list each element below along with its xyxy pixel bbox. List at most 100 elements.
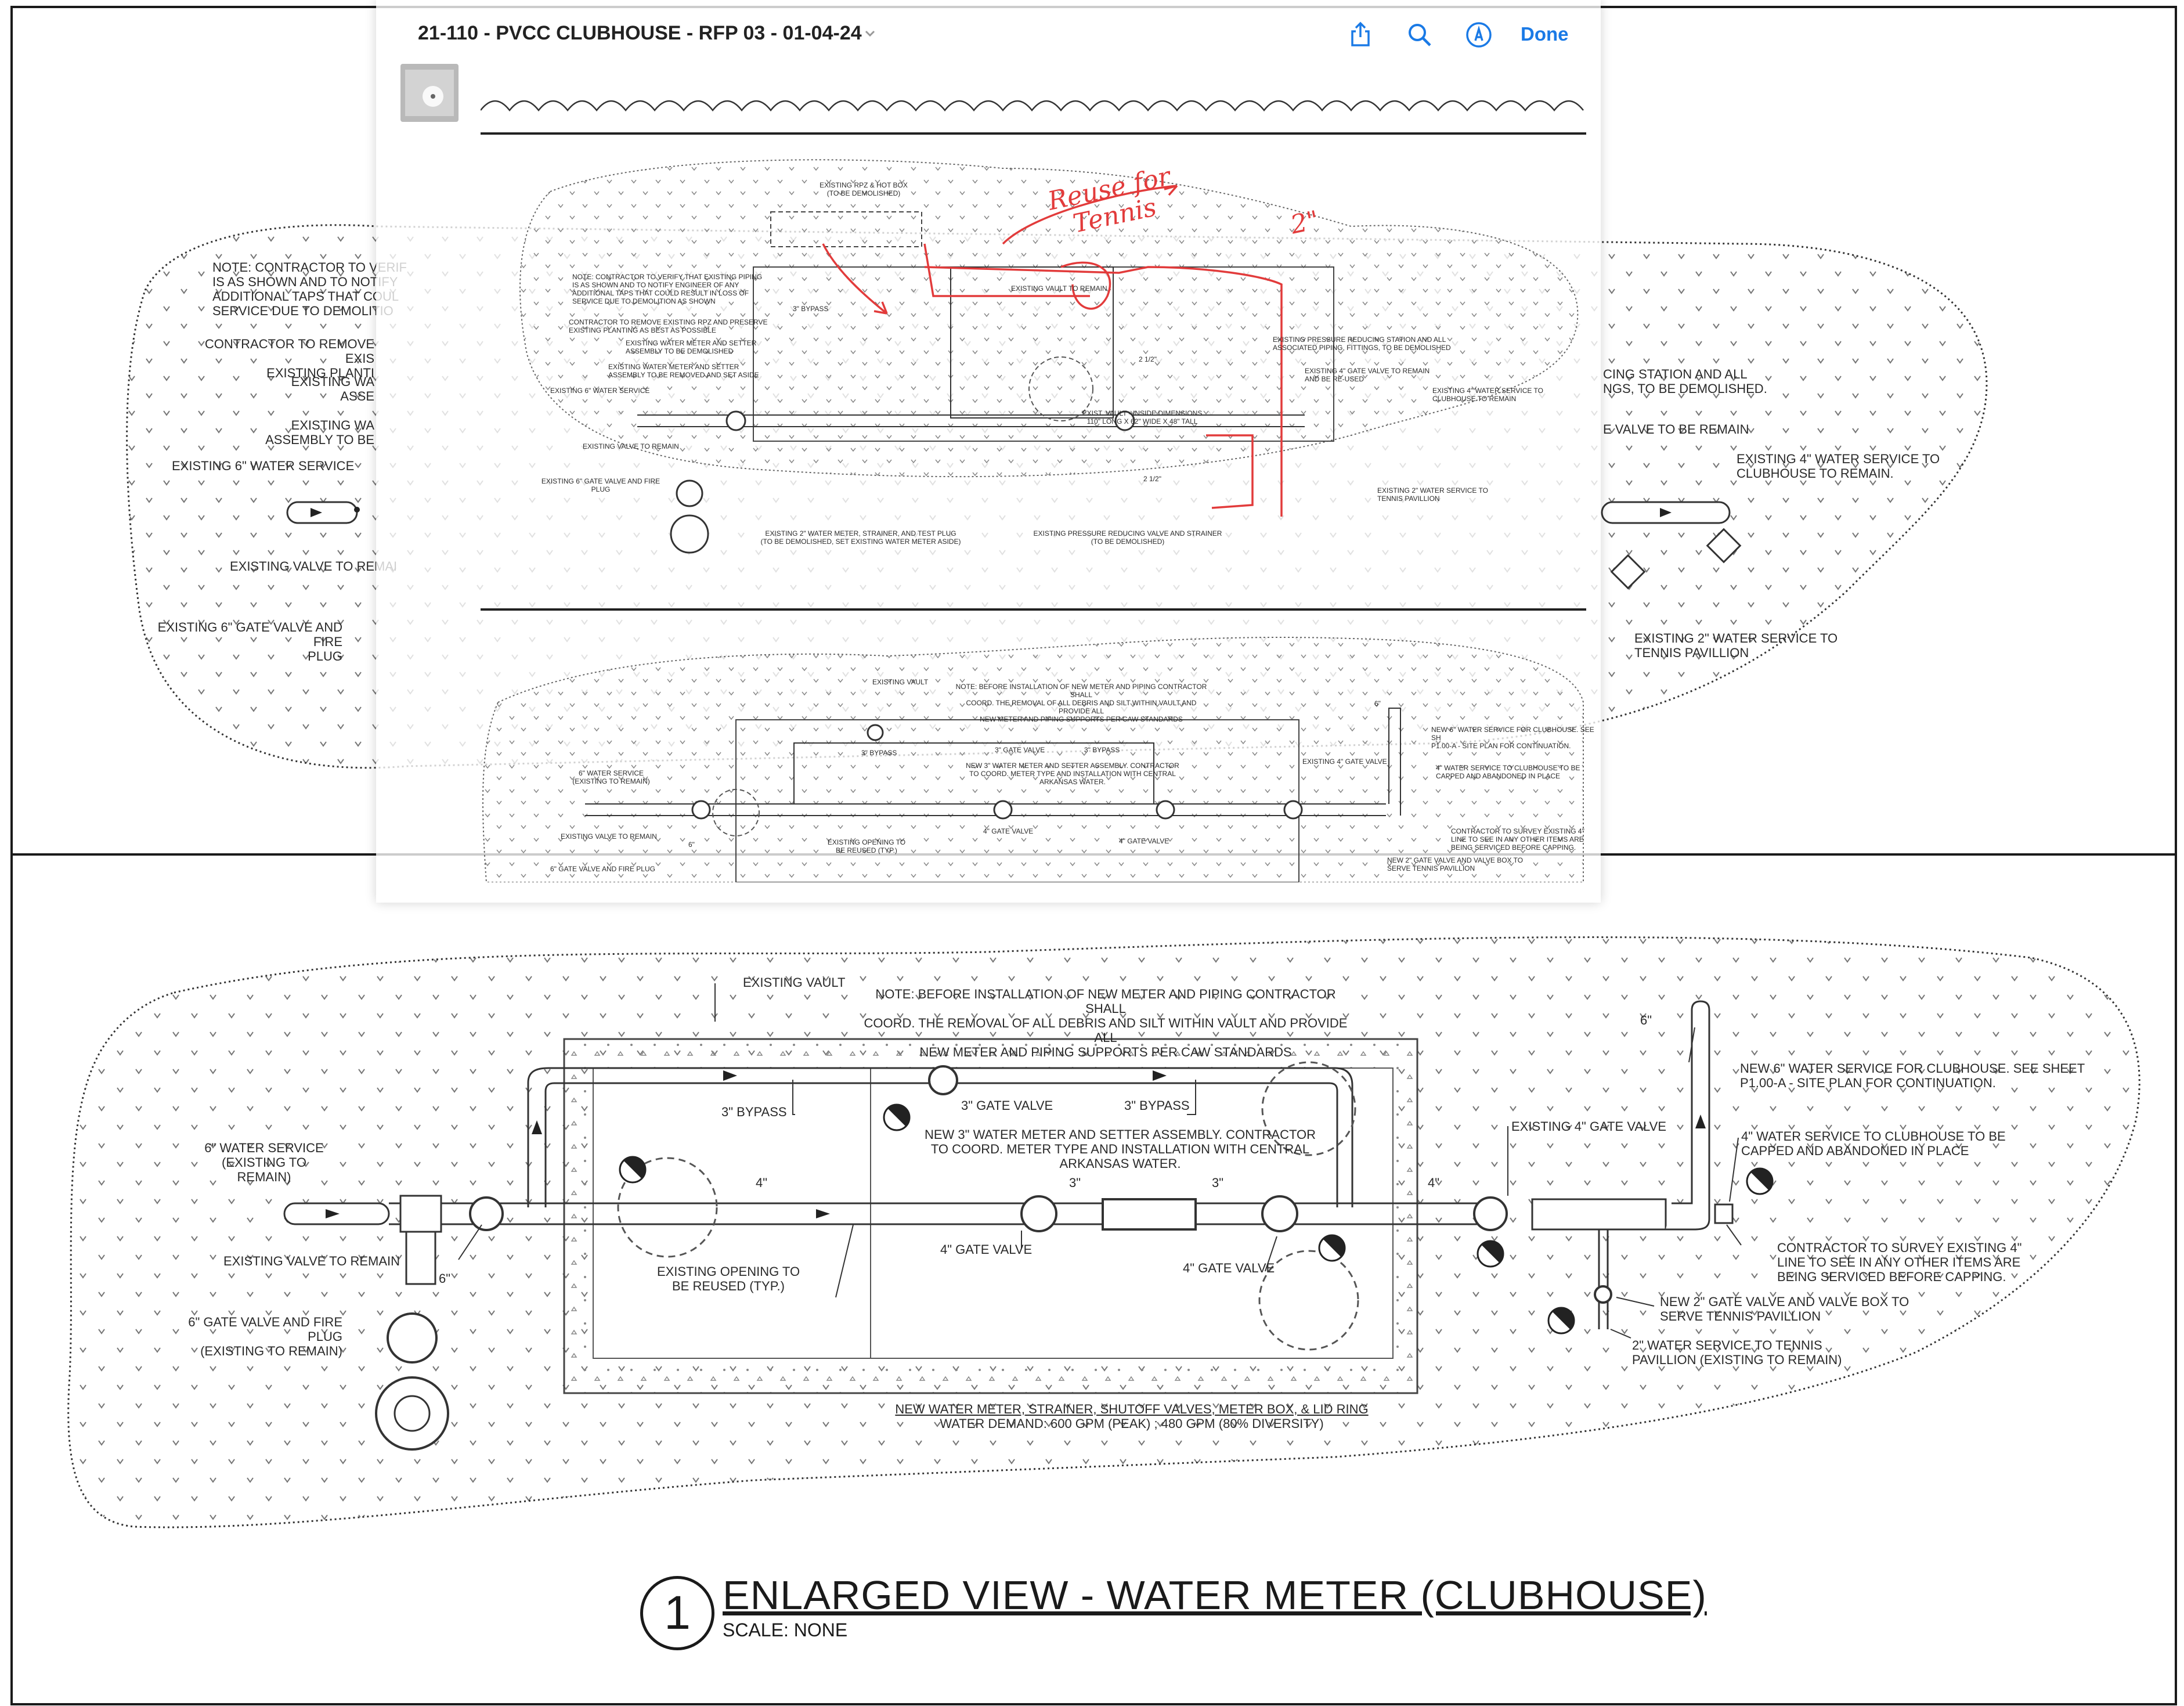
dim-4-a: 4" (756, 1175, 768, 1190)
markup-icon[interactable] (1465, 21, 1493, 49)
existing-valve-label: EXISTING VALVE TO REMAIN (223, 1254, 400, 1268)
bypass-3-left-label: 3" BYPASS (721, 1105, 787, 1119)
overlay-planting-bottom (482, 636, 1584, 882)
upper-existing-wa-1: EXISTING WA ASSE (291, 374, 374, 403)
ov-dim-212-b: 2 1/2" (1143, 475, 1161, 483)
document-title[interactable]: 21-110 - PVCC CLUBHOUSE - RFP 03 - 01-04… (418, 22, 862, 44)
ov-remove-rpz: CONTRACTOR TO REMOVE EXISTING RPZ AND PR… (569, 318, 768, 334)
left-tee-fitting (399, 1195, 442, 1233)
upper-existing-wa-2: EXISTING WA ASSEMBLY TO BE (265, 418, 374, 447)
upper-valve-remain: EXISTING VALVE TO REMAI (230, 559, 398, 574)
new-2-gate-label: NEW 2" GATE VALVE AND VALVE BOX TO SERVE… (1660, 1294, 1909, 1323)
done-button[interactable]: Done (1521, 23, 1569, 45)
overlay-planting-top (519, 159, 1579, 478)
contractor-survey-label: CONTRACTOR TO SURVEY EXISTING 4" LINE TO… (1777, 1240, 2022, 1284)
ov-lower-note: NOTE: BEFORE INSTALLATION OF NEW METER A… (955, 683, 1207, 723)
ov-dim-212-a: 2 1/2" (1139, 355, 1157, 363)
ov-lower-gate-4-b: 4" GATE VALVE (1119, 837, 1169, 845)
ov-meter-strainer: EXISTING 2" WATER METER, STRAINER, AND T… (760, 529, 961, 546)
service-6-label: 6" WATER SERVICE (EXISTING TO REMAIN) (204, 1141, 324, 1184)
ov-lower-existing-4: EXISTING 4" GATE VALVE (1302, 758, 1387, 766)
lower-drawing (67, 936, 2140, 1528)
drawing-scale: SCALE: NONE (723, 1620, 848, 1640)
overlay-lower-valve-d (1283, 800, 1303, 820)
vault-opening-top-right (1261, 1061, 1356, 1156)
ov-lower-survey: CONTRACTOR TO SURVEY EXISTING 4" LINE TO… (1451, 827, 1584, 852)
ov-lower-gate-fire: 6" GATE VALVE AND FIRE PLUG (550, 865, 655, 873)
pdf-viewer-overlay: 21-110 - PVCC CLUBHOUSE - RFP 03 - 01-04… (376, 0, 1601, 903)
fire-plug-hydrant (375, 1376, 449, 1451)
ov-dim-6-top: 6" (1374, 699, 1381, 708)
dim-6: 6" (439, 1271, 451, 1286)
ov-pressure-station: EXISTING PRESSURE REDUCING STATION AND A… (1273, 336, 1451, 352)
ov-lower-gate-4-a: 4" GATE VALVE (983, 827, 1034, 835)
meter-body (1102, 1198, 1197, 1231)
ov-service-4-remain: EXISTING 4" WATER SERVICE TO CLUBHOUSE T… (1432, 387, 1543, 403)
dim-3-b: 3" (1212, 1175, 1224, 1190)
upper-flow-arrow-left (311, 508, 322, 517)
ov-lower-vault: EXISTING VAULT (872, 678, 929, 686)
chevron-down-icon[interactable] (862, 26, 878, 44)
upper-remove-rpz: CONTRACTOR TO REMOVE EXIS EXISTING PLANT… (204, 337, 374, 380)
viewer-toolbar: 21-110 - PVCC CLUBHOUSE - RFP 03 - 01-04… (376, 0, 1601, 64)
overlay-page-drawing (481, 100, 1586, 882)
right-fitting (1531, 1198, 1667, 1231)
dim-6-top: 6" (1640, 1013, 1652, 1027)
overlay-lower-opening (712, 789, 760, 836)
overlay-lower-riser (1388, 708, 1401, 816)
page-thumbnail[interactable] (400, 64, 459, 122)
red-markups (822, 185, 1283, 517)
capped-end (1714, 1203, 1734, 1224)
share-icon[interactable] (1347, 21, 1374, 49)
overlay-fire-plug (676, 479, 703, 507)
ov-gate-4-remain: EXISTING 4" GATE VALVE TO REMAIN AND BE … (1305, 367, 1430, 383)
overlay-hydrant (670, 514, 709, 554)
ov-lower-valve: EXISTING VALVE TO REMAIN (561, 832, 657, 841)
bypass-arrow-left (723, 1070, 737, 1081)
gate-valve-4-a-label: 4" GATE VALVE (940, 1242, 1033, 1257)
upper-service-6: EXISTING 6" WATER SERVICE (172, 459, 355, 473)
fire-plug-valve (387, 1312, 438, 1364)
ov-service-2-tennis: EXISTING 2" WATER SERVICE TO TENNIS PAVI… (1377, 486, 1488, 503)
overlay-gate-valve-b (1114, 410, 1135, 431)
handwritten-2-inch: 2" (1288, 205, 1322, 240)
detail-number: 1 (640, 1576, 714, 1650)
existing-gate-valve-4 (1473, 1196, 1508, 1231)
overlay-vault-lower (735, 719, 1299, 882)
new-6-riser (1666, 1000, 1710, 1231)
ov-lower-new-6: NEW 6" WATER SERVICE FOR CLUBHOUSE. SEE … (1431, 726, 1594, 750)
overlay-lower-valve-c (1156, 800, 1175, 820)
overlay-lower-valve-a (691, 800, 711, 820)
ov-rpz-box: EXISTING RPZ & HOT BOX (TO BE DEMOLISHED… (820, 181, 908, 197)
gate-valve-3-label: 3" GATE VALVE (961, 1098, 1053, 1113)
ov-lower-bypass-r: 3" BYPASS (1084, 746, 1120, 754)
ov-note: NOTE: CONTRACTOR TO VERIFY THAT EXISTING… (572, 273, 763, 305)
upper-valve-box-right (1706, 528, 1742, 564)
ov-lower-new-2: NEW 2" GATE VALVE AND VALVE BOX TO SERVE… (1387, 856, 1524, 872)
overlay-lower-valve-b (993, 800, 1013, 820)
revision-cloud (481, 100, 1584, 112)
upper-tee-left (354, 507, 360, 513)
gate-valve-6-label: 6" GATE VALVE AND FIRE PLUG (EXISTING TO… (188, 1315, 342, 1358)
ov-meter-removed: EXISTING WATER METER AND SETTER ASSEMBLY… (608, 363, 759, 379)
new-6-service-label: NEW 6" WATER SERVICE FOR CLUBHOUSE. SEE … (1740, 1061, 2085, 1090)
overlay-lower-valve-e (867, 724, 884, 741)
search-icon[interactable] (1406, 21, 1434, 49)
ov-lower-new-meter: NEW 3" WATER METER AND SETTER ASSEMBLY. … (966, 762, 1179, 786)
existing-vault-label: EXISTING VAULT (743, 975, 846, 990)
gate-valve-4-b-label: 4" GATE VALVE (1183, 1261, 1275, 1275)
dim-3-a: 3" (1069, 1175, 1081, 1190)
ov-gate-fire: EXISTING 6" GATE VALVE AND FIRE PLUG (541, 477, 660, 493)
ov-lower-gate-3: 3" GATE VALVE (995, 746, 1045, 754)
riser-arrow (1695, 1115, 1706, 1128)
ov-lower-capped: 4" WATER SERVICE TO CLUBHOUSE TO BE CAPP… (1436, 764, 1580, 780)
tennis-gate-valve (1594, 1285, 1612, 1304)
overlay-gate-valve-a (725, 410, 746, 431)
valve-box-symbols (619, 1103, 1774, 1334)
meter-note-1: NEW WATER METER, STRAINER, SHUTOFF VALVE… (895, 1402, 1369, 1416)
main-arrow-left (326, 1209, 340, 1218)
upper-valve-box-far-right (1610, 554, 1646, 590)
ov-vault-dims: EXIST. VAULT - INSIDE DIMENSIONS 110" LO… (1082, 409, 1203, 425)
ov-prv-strainer: EXISTING PRESSURE REDUCING VALVE AND STR… (1033, 529, 1222, 546)
ov-lower-opening: EXISTING OPENING TO BE REUSED (TYP.) (827, 838, 906, 854)
